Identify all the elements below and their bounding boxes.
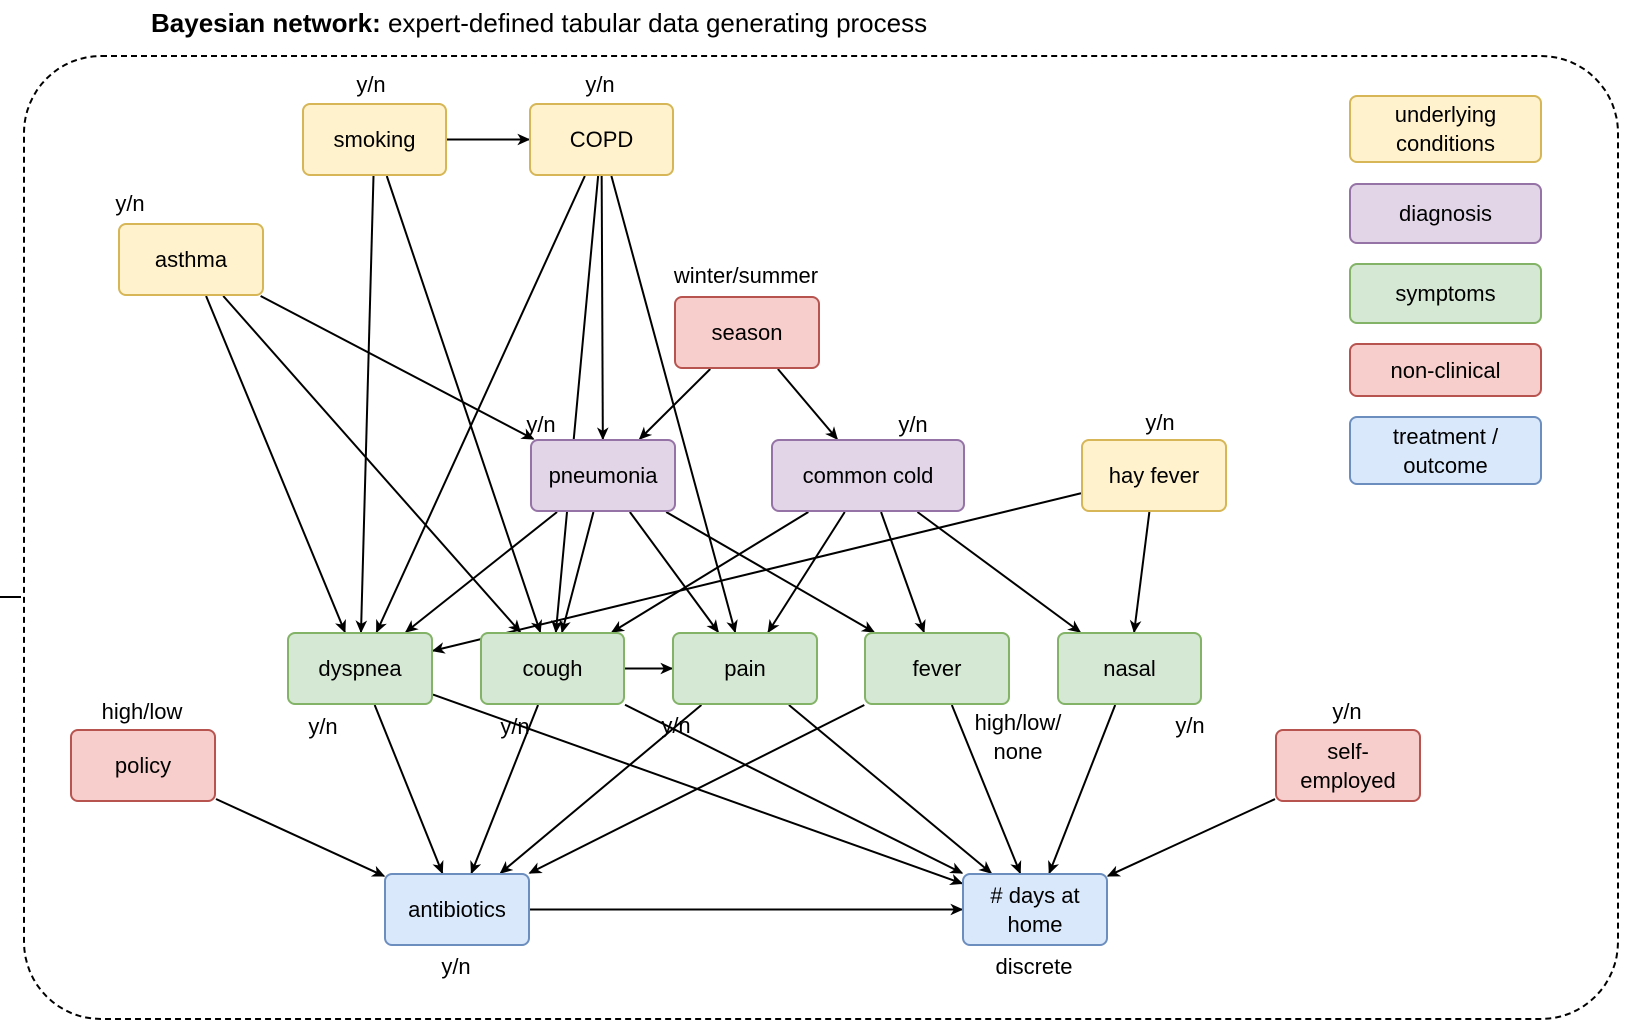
edge-fever-to-days_at_home [950, 704, 1022, 875]
diagram-title: Bayesian network: expert-defined tabular… [151, 8, 927, 39]
edge-policy-to-antibiotics [215, 798, 386, 877]
legend-diagnosis: diagnosis [1349, 183, 1542, 244]
legend-label: symptoms [1395, 281, 1496, 306]
value-label-policy: high/low [101, 699, 183, 724]
legend-underlying-conditions: underlying conditions [1349, 95, 1542, 163]
node-label: season [711, 320, 783, 345]
node-label: antibiotics [408, 897, 506, 922]
edge-common_cold-to-cough [611, 511, 809, 633]
node-label: self- employed [1300, 738, 1396, 793]
value-label-self-employed: y/n [1332, 699, 1362, 724]
edge-common_cold-to-pain [767, 511, 846, 634]
edge-copd-to-pain [610, 175, 738, 634]
value-label-pain: y/n [661, 713, 691, 738]
node-pain[interactable]: pain [672, 632, 818, 705]
node-label: cough [522, 656, 583, 681]
edge-hay_fever-to-nasal [1129, 511, 1151, 634]
edge-season-to-pneumonia [638, 368, 711, 440]
node-label: asthma [154, 247, 228, 272]
boundary-connector [0, 596, 21, 598]
legend-non-clinical: non-clinical [1349, 343, 1542, 397]
node-asthma[interactable]: asthma [118, 223, 264, 296]
legend-treatment-outcome: treatment / outcome [1349, 416, 1542, 485]
edge-asthma-to-cough [222, 295, 522, 633]
edge-season-to-common_cold [777, 368, 838, 440]
node-fever[interactable]: fever [864, 632, 1010, 705]
node-cough[interactable]: cough [480, 632, 625, 705]
node-copd[interactable]: COPD [529, 103, 674, 176]
value-label-copd: y/n [585, 72, 615, 97]
node-label: pneumonia [548, 463, 658, 488]
node-pneumonia[interactable]: pneumonia [530, 439, 676, 512]
value-label-asthma: y/n [115, 191, 145, 216]
value-label-nasal: y/n [1175, 713, 1205, 738]
node-label: hay fever [1108, 463, 1200, 488]
value-label-hay-fever: y/n [1145, 410, 1175, 435]
edge-cough-to-days_at_home [624, 703, 964, 874]
edge-pneumonia-to-pain [629, 511, 719, 634]
node-dyspnea[interactable]: dyspnea [287, 632, 433, 705]
edge-copd-to-pneumonia [596, 175, 609, 441]
edge-nasal-to-days_at_home [1048, 704, 1117, 875]
edge-fever-to-antibiotics [528, 704, 865, 874]
value-label-smoking: y/n [356, 72, 386, 97]
node-label: # days at home [990, 882, 1080, 937]
edge-pneumonia-to-dyspnea [404, 511, 558, 633]
legend-label: diagnosis [1399, 201, 1492, 226]
edge-copd-to-cough [551, 175, 600, 634]
value-label-dyspnea: y/n [308, 714, 338, 739]
node-label: COPD [569, 127, 634, 152]
node-smoking[interactable]: smoking [302, 103, 447, 176]
node-nasal[interactable]: nasal [1057, 632, 1202, 705]
value-label-common-cold: y/n [898, 412, 928, 437]
legend-symptoms: symptoms [1349, 263, 1542, 324]
node-season[interactable]: season [674, 296, 820, 369]
edge-cough-to-antibiotics [470, 704, 539, 875]
value-label-pneumonia: y/n [526, 412, 556, 437]
legend-label: treatment / outcome [1392, 423, 1499, 478]
node-label: pain [724, 656, 766, 681]
value-label-cough: y/n [500, 714, 530, 739]
legend-label: non-clinical [1390, 357, 1501, 383]
value-label-fever: high/low/ none [974, 710, 1062, 764]
node-label: nasal [1103, 656, 1156, 681]
node-policy[interactable]: policy [70, 729, 216, 802]
diagram-title-rest: expert-defined tabular data generating p… [380, 8, 928, 38]
legend-label: underlying conditions [1394, 102, 1497, 156]
value-label-days-at-home: discrete [995, 954, 1073, 979]
node-days-at-home[interactable]: # days at home [962, 873, 1108, 946]
diagram-title-bold: Bayesian network: [151, 8, 381, 38]
node-label: common cold [802, 463, 934, 488]
edge-common_cold-to-nasal [916, 511, 1082, 633]
node-antibiotics[interactable]: antibiotics [384, 873, 530, 946]
edge-asthma-to-dyspnea [205, 295, 346, 634]
value-label-antibiotics: y/n [441, 954, 471, 979]
node-label: fever [912, 656, 962, 681]
edge-dyspnea-to-antibiotics [373, 704, 444, 875]
value-label-season: winter/summer [673, 263, 819, 288]
node-label: policy [114, 753, 172, 778]
node-common-cold[interactable]: common cold [771, 439, 965, 512]
node-label: smoking [333, 127, 416, 152]
edge-smoking-to-cough [385, 175, 543, 634]
node-self-employed[interactable]: self- employed [1275, 729, 1421, 802]
edge-self_employed-to-days_at_home [1106, 798, 1276, 877]
edge-pneumonia-to-cough [559, 511, 595, 634]
edge-asthma-to-pneumonia [260, 295, 535, 440]
node-label: dyspnea [318, 656, 402, 681]
edge-common_cold-to-fever [880, 511, 926, 634]
edge-pain-to-antibiotics [499, 704, 703, 874]
edge-smoking-to-dyspnea [355, 175, 375, 634]
node-hay-fever[interactable]: hay fever [1081, 439, 1227, 512]
edge-pain-to-days_at_home [788, 704, 993, 874]
network-boundary [23, 55, 1619, 1020]
edge-hay_fever-to-dyspnea [431, 492, 1082, 654]
edge-pneumonia-to-fever [665, 511, 875, 633]
edge-copd-to-dyspnea [375, 175, 586, 634]
